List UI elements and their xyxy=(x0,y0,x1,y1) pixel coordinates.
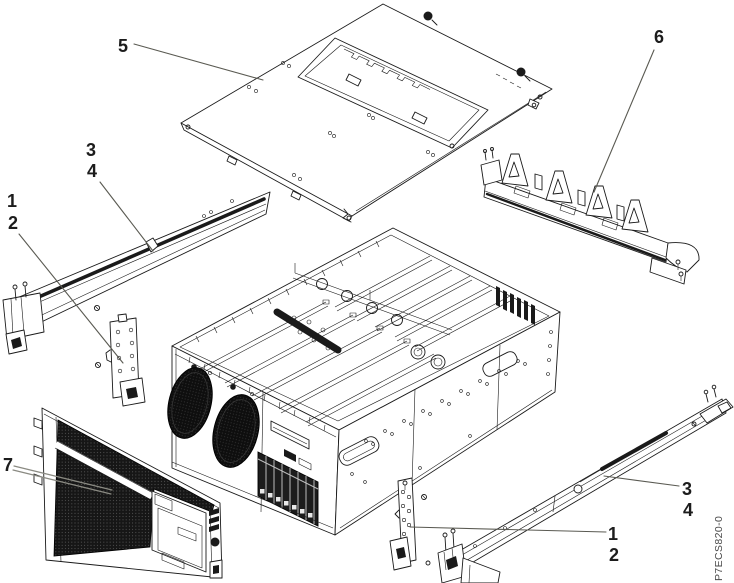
server-chassis xyxy=(167,227,561,536)
chassis-right-face xyxy=(334,311,561,536)
callout-7: 7 xyxy=(3,455,13,475)
left-rail-front-bracket xyxy=(2,281,45,355)
callout-2-right: 2 xyxy=(609,545,619,565)
top-cover xyxy=(180,3,553,223)
bezel-control-panel xyxy=(151,490,207,573)
mounting-bracket-right xyxy=(389,477,427,571)
leader-5 xyxy=(133,43,264,81)
leader-7 xyxy=(12,465,113,495)
rail-latch-tab xyxy=(145,237,159,253)
media-bay xyxy=(270,420,312,471)
cable-management-bracket xyxy=(480,147,700,285)
callout-2-left: 2 xyxy=(8,213,18,233)
right-rail-front-bracket xyxy=(425,528,501,583)
front-fan-icon xyxy=(167,367,260,468)
thumbscrew-icon xyxy=(423,11,531,82)
right-rail-rear-bracket xyxy=(691,384,734,427)
callout-5: 5 xyxy=(118,36,128,56)
callout-4-left: 4 xyxy=(87,161,97,181)
front-bezel xyxy=(33,407,223,579)
callout-3-right: 3 xyxy=(682,479,692,499)
leader-3-4-right xyxy=(603,475,680,487)
callout-1-right: 1 xyxy=(608,524,618,544)
side-handle-recess xyxy=(338,351,518,466)
screw-holes xyxy=(185,61,543,181)
figure-part-number: P7ECS820-0 xyxy=(713,516,725,581)
bezel-latch-strip xyxy=(209,507,223,579)
leader-6 xyxy=(593,49,655,193)
callout-labels: 5 3 4 1 2 6 7 3 4 1 2 P7ECS820-0 xyxy=(3,27,725,581)
callout-3-left: 3 xyxy=(86,140,96,160)
mounting-bracket-left xyxy=(105,313,146,407)
leader-3-4-left xyxy=(99,181,154,252)
leader-1-2-left xyxy=(18,233,124,364)
deck-standoffs xyxy=(291,315,331,351)
bracket-foot xyxy=(119,377,146,407)
bezel-diagonal-stripe xyxy=(54,440,154,501)
rear-card-slots xyxy=(496,286,535,325)
loose-screws xyxy=(93,304,102,369)
callout-1-left: 1 xyxy=(7,191,17,211)
card-retainer-bar xyxy=(273,308,342,354)
pci-slot-rails xyxy=(197,299,437,427)
leader-lines xyxy=(12,43,680,533)
drive-bay-cage xyxy=(257,451,319,527)
bracket-foot xyxy=(389,536,412,571)
side-screw-holes xyxy=(350,359,527,484)
leader-1-2-right xyxy=(409,526,607,533)
cover-recess xyxy=(297,37,489,149)
callout-6: 6 xyxy=(654,27,664,47)
callout-4-right: 4 xyxy=(683,500,693,520)
rail-slot xyxy=(600,431,668,471)
